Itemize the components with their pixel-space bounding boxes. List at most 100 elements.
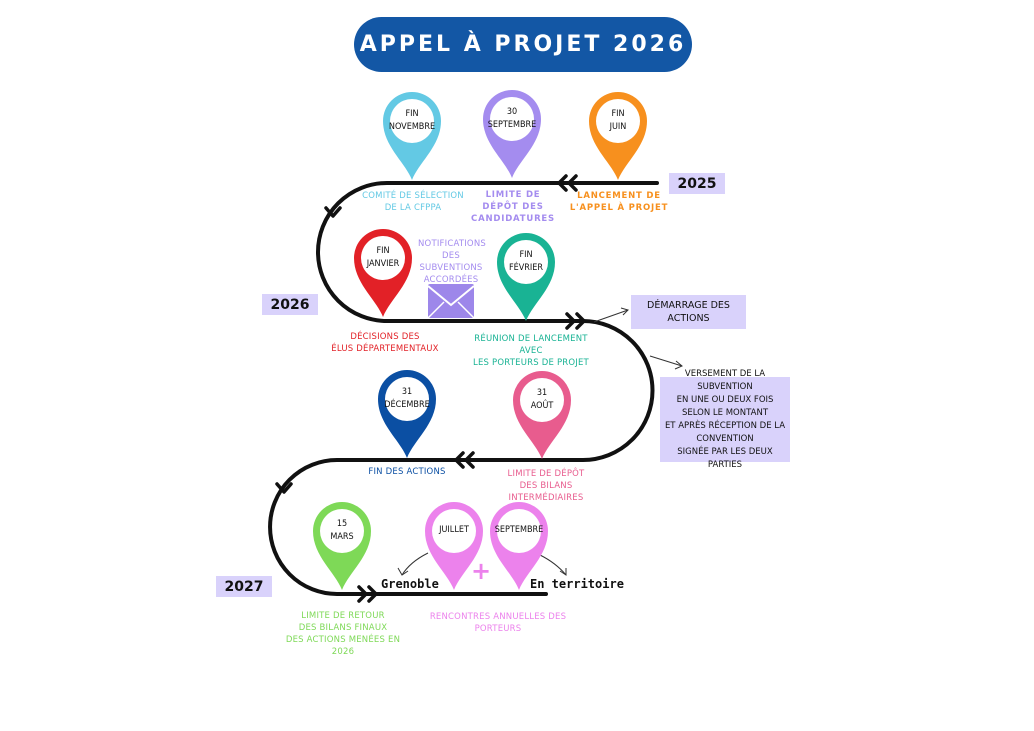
pin-shape (497, 233, 555, 321)
pin-hole (490, 97, 534, 141)
label-limite-bilans-intermediaires: Limite de dépôt des bilans intermédiaire… (485, 468, 607, 504)
label-rencontres-annuelles: Rencontres annuelles des porteurs (409, 611, 587, 635)
label-line: élus départementaux (331, 344, 439, 354)
pin-line: FIN (611, 108, 625, 119)
double-chevron-left-icon (454, 451, 475, 469)
year-badge-2025: 2025 (669, 173, 725, 194)
pin-line: 30 (506, 106, 518, 117)
label-line: CANDIDATURES (471, 214, 555, 224)
label-decisions-elus: Décisions des élus départementaux (322, 331, 448, 355)
map-pin-icon: FIN JUIN (587, 90, 649, 182)
pin-line: 15 (336, 518, 348, 529)
box-line: en une ou deux fois (676, 394, 774, 405)
label-lancement: LANCEMENT DE L'APPEL À PROJET (561, 190, 677, 214)
map-pin-icon: SEPTEMBRE (488, 500, 550, 592)
pin-line: JANVIER (366, 259, 400, 269)
pin-hole (497, 509, 541, 553)
pin-line: FIN (376, 245, 390, 256)
label-line: Réunion de lancement avec (474, 334, 588, 356)
label-line: LIMITE DE (485, 190, 541, 200)
label-line: des (442, 251, 460, 261)
pin-hole (432, 509, 476, 553)
label-comite-selection: Comité de sélection de la CFPPA (358, 190, 468, 214)
year-badge-2027: 2027 (216, 576, 272, 597)
label-fin-actions: Fin des actions (361, 466, 453, 478)
year-badge-2026: 2026 (262, 294, 318, 315)
pin-shape (313, 502, 371, 590)
box-line: selon le montant (681, 407, 769, 418)
label-line: Rencontres annuelles des porteurs (429, 612, 567, 634)
label-line: Notifications (418, 239, 486, 249)
label-line: des bilans intermédiaires (508, 481, 584, 503)
pin-shape (490, 502, 548, 590)
chevron-down-icon (324, 206, 342, 218)
pin-line: JUILLET (439, 525, 469, 536)
serpentine-path (268, 181, 659, 596)
box-demarrage-actions: Démarrage des actions (631, 295, 746, 329)
pin-hole (390, 99, 434, 143)
label-reunion-lancement: Réunion de lancement avec les porteurs d… (465, 333, 597, 369)
pin-hole (504, 240, 548, 284)
map-pin-icon: JUILLET (423, 500, 485, 592)
map-pin-icon: FIN NOVEMBRE (381, 90, 443, 182)
place-grenoble: Grenoble (381, 577, 439, 591)
pin-shape (378, 370, 436, 458)
callout-arrow (593, 307, 629, 323)
pin-hole (385, 377, 429, 421)
page-title: APPEL À PROJET 2026 (354, 17, 692, 72)
chevron-down-icon (275, 482, 293, 494)
pin-hole (361, 236, 405, 280)
box-line: et après réception de la (664, 420, 786, 431)
pin-line: FIN (519, 249, 533, 260)
label-line: des actions menées en 2026 (285, 635, 401, 657)
box-line: Versement de la subvention (684, 368, 766, 392)
pin-line: FÉVRIER (508, 263, 544, 273)
label-line: L'APPEL À PROJET (569, 203, 669, 213)
pin-shape (483, 90, 541, 178)
label-notifications: Notifications des subventions accordées (418, 238, 486, 286)
double-chevron-right-icon (565, 312, 586, 330)
box-line: convention (696, 433, 754, 444)
pin-line: 31 (536, 387, 548, 398)
callout-arrow (649, 355, 683, 370)
pin-shape (383, 92, 441, 180)
label-line: Fin des actions (368, 467, 446, 477)
label-limite-retour: Limite de retour des bilans finaux des a… (280, 610, 406, 658)
label-line: LANCEMENT DE (577, 191, 661, 201)
label-line: de la CFPPA (384, 203, 442, 213)
box-versement-subvention: Versement de la subvention en une ou deu… (660, 369, 790, 470)
pin-shape (354, 229, 412, 317)
label-line: subventions (419, 263, 483, 273)
envelope-icon (427, 284, 475, 319)
pin-hole (520, 378, 564, 422)
callout-arrow (539, 554, 567, 576)
pin-hole (320, 509, 364, 553)
pin-shape (589, 92, 647, 180)
pin-line: SEPTEMBRE (494, 525, 544, 536)
pin-line: FIN (405, 108, 419, 119)
pin-shape (513, 371, 571, 459)
label-line: des bilans finaux (298, 623, 388, 633)
label-line: Décisions des (350, 332, 420, 342)
place-en-territoire: En territoire (530, 577, 624, 591)
double-chevron-right-icon (357, 585, 378, 603)
label-limite-depot-candidatures: LIMITE DE DÉPÔT DES CANDIDATURES (466, 189, 560, 225)
pin-hole (596, 99, 640, 143)
map-pin-icon: FIN JANVIER (352, 227, 414, 319)
map-pin-icon: FIN FÉVRIER (495, 231, 557, 323)
plus-icon: + (471, 557, 492, 585)
pin-line: DÉCEMBRE (384, 400, 430, 410)
pin-line: SEPTEMBRE (487, 120, 537, 130)
pin-line: NOVEMBRE (388, 122, 436, 132)
label-line: DÉPÔT DES (482, 202, 544, 212)
label-line: Comité de sélection (362, 191, 464, 201)
label-line: Limite de dépôt (507, 469, 585, 479)
pin-line: JUIN (609, 122, 627, 132)
callout-arrow (397, 552, 429, 576)
label-line: les porteurs de projet (473, 358, 589, 368)
